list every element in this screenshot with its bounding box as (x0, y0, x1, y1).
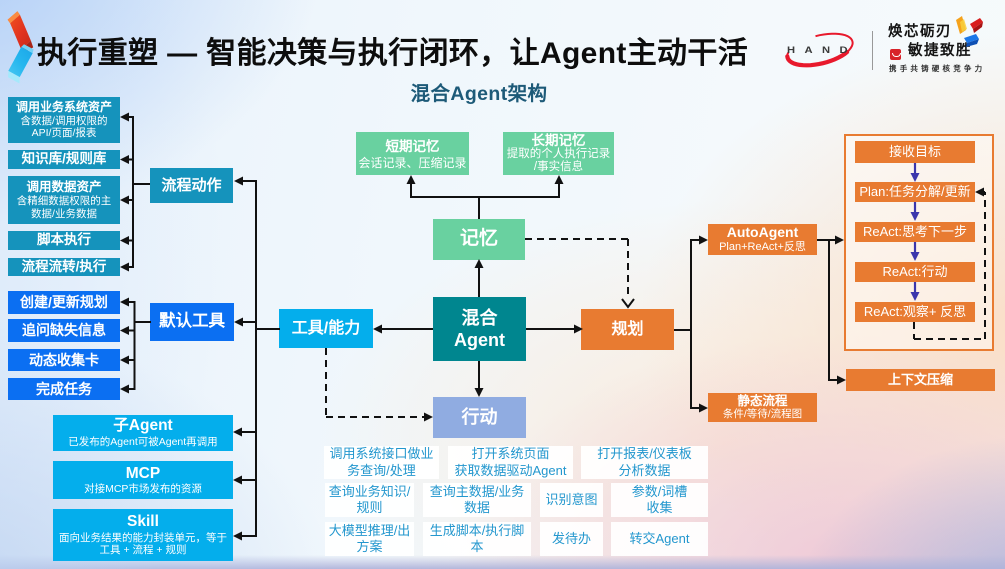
svg-text:HAND: HAND (787, 45, 857, 56)
